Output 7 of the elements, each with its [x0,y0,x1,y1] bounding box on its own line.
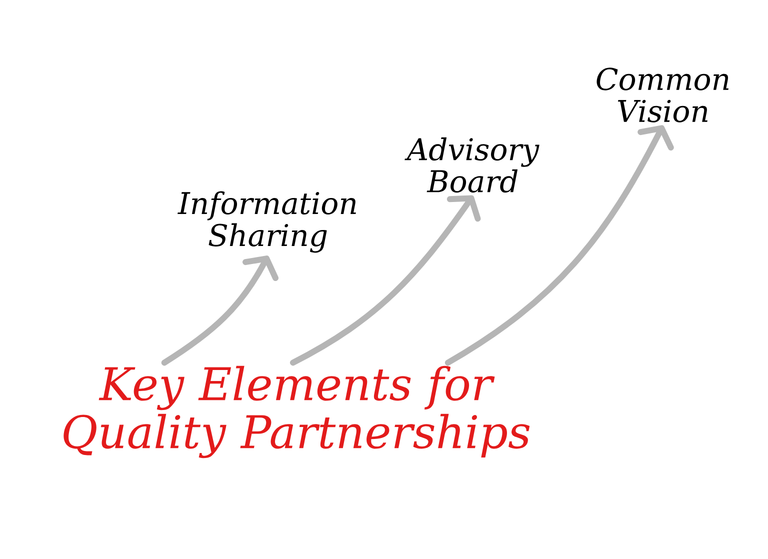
title-text: Key Elements for Quality Partnerships [64,366,530,458]
element-label: Common Vision [596,68,729,122]
element-label: Advisory Board [404,137,540,193]
arrow [290,195,481,366]
arrow [444,125,674,366]
element-label: Information Sharing [178,191,356,253]
arrow [161,256,278,366]
